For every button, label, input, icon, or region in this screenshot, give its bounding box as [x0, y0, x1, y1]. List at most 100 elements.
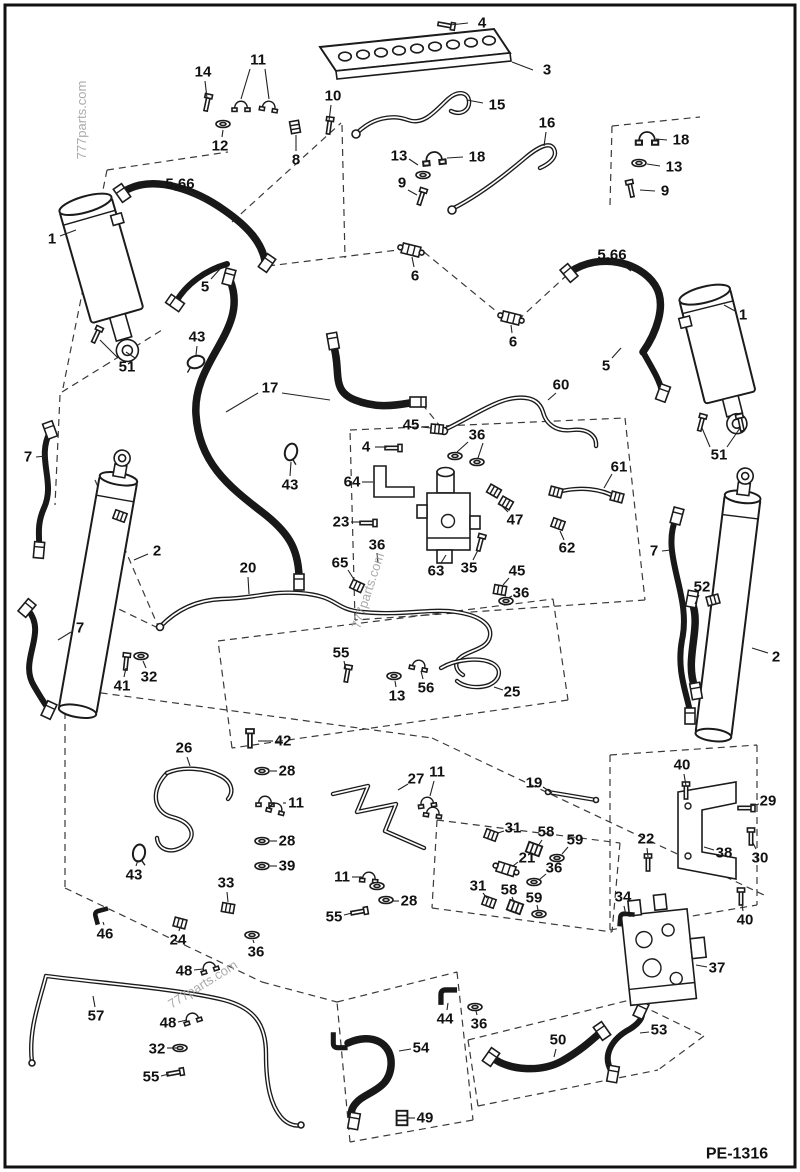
leader-line: [35, 455, 47, 458]
leader-line: [123, 667, 127, 678]
leader-line: [240, 68, 251, 100]
callout-7: 7: [24, 449, 32, 466]
leader-line: [102, 921, 105, 926]
lift-cylinder-left: [58, 192, 144, 363]
callout-2: 2: [153, 543, 161, 560]
callout-12: 12: [212, 138, 229, 155]
leader-line: [661, 549, 672, 552]
callout-4: 4: [362, 439, 371, 456]
callout-32: 32: [141, 669, 158, 686]
leader-line: [695, 964, 708, 968]
callout-5: 5: [602, 358, 610, 375]
leader-line: [225, 392, 259, 413]
leader-line: [429, 780, 435, 797]
callout-33: 33: [218, 875, 235, 892]
leader-line: [639, 189, 656, 192]
callout-54: 54: [413, 1040, 430, 1057]
callout-31: 31: [470, 878, 487, 895]
callout-30: 30: [752, 850, 769, 867]
leader-line: [543, 131, 547, 147]
hose-54: [344, 1035, 395, 1123]
leader-line: [723, 304, 736, 312]
leader-line: [750, 803, 760, 807]
leader-line: [510, 324, 513, 334]
callout-28: 28: [279, 833, 296, 850]
callout-11: 11: [334, 869, 350, 886]
callout-5: 5: [201, 279, 209, 296]
leader-line: [195, 345, 198, 356]
leader-line: [210, 268, 221, 280]
callout-9: 9: [398, 175, 406, 192]
callout-49: 49: [417, 1110, 434, 1127]
callout-63: 63: [428, 563, 445, 580]
callout-6: 6: [411, 268, 419, 285]
leader-line: [204, 80, 208, 99]
hose-5-66-right: [566, 257, 665, 356]
hose-53: [604, 1009, 646, 1075]
leader-line: [466, 99, 484, 104]
leader-line: [289, 461, 292, 477]
leader-line: [446, 1002, 449, 1011]
callout-9: 9: [661, 183, 669, 200]
leader-line: [449, 22, 469, 26]
callout-53: 53: [651, 1022, 668, 1039]
leader-line: [440, 554, 447, 564]
callout-39: 39: [279, 858, 296, 875]
callout-18: 18: [673, 132, 690, 149]
callout-55: 55: [326, 909, 343, 926]
callout-32: 32: [149, 1041, 166, 1058]
leader-line: [376, 552, 379, 564]
hose-5-right: [640, 349, 665, 394]
callout-36: 36: [248, 944, 265, 961]
leader-line: [398, 1048, 412, 1052]
tilt-cylinder-right: [694, 467, 762, 743]
callout-56: 56: [418, 680, 435, 697]
step-plate: [318, 27, 512, 80]
leader-line: [639, 1031, 650, 1034]
leader-line: [407, 189, 418, 196]
leader-line: [99, 339, 119, 359]
leader-line: [456, 441, 469, 453]
callout-2: 2: [772, 649, 780, 666]
leader-line: [646, 163, 661, 167]
leader-line: [189, 191, 206, 202]
callout-62: 62: [559, 540, 576, 557]
leader-line: [542, 786, 553, 794]
callout-43: 43: [189, 329, 206, 346]
lift-cylinder-right: [677, 283, 756, 435]
leader-line: [502, 577, 510, 586]
callout-51: 51: [119, 359, 136, 376]
leader-line: [475, 1010, 478, 1016]
callout-43: 43: [282, 477, 299, 494]
leader-line: [493, 686, 504, 691]
callout-15: 15: [489, 97, 506, 114]
callout-1: 1: [48, 231, 56, 248]
callout-57: 57: [88, 1008, 105, 1025]
drawing-number: PE-1316: [706, 1146, 768, 1163]
leader-line: [511, 896, 515, 903]
callout-19: 19: [526, 775, 543, 792]
leader-line: [408, 158, 419, 166]
callout-18: 18: [469, 149, 486, 166]
callout-36: 36: [369, 537, 386, 554]
leader-line: [694, 594, 700, 605]
hose-52: [687, 598, 699, 692]
leader-line: [619, 262, 632, 272]
callout-58: 58: [538, 824, 555, 841]
leader-line: [178, 926, 181, 932]
leader-line: [482, 892, 488, 899]
callout-50: 50: [550, 1032, 567, 1049]
leader-line: [726, 427, 741, 448]
callout-26: 26: [176, 740, 193, 757]
leader-line: [646, 847, 649, 858]
callout-27: 27: [408, 771, 425, 788]
leader-line: [655, 138, 668, 141]
callout-40: 40: [674, 757, 691, 774]
leader-line: [160, 1073, 170, 1077]
callout-28: 28: [279, 763, 296, 780]
leader-line: [741, 903, 744, 912]
callout-60: 60: [553, 377, 570, 394]
leader-line: [252, 939, 255, 944]
